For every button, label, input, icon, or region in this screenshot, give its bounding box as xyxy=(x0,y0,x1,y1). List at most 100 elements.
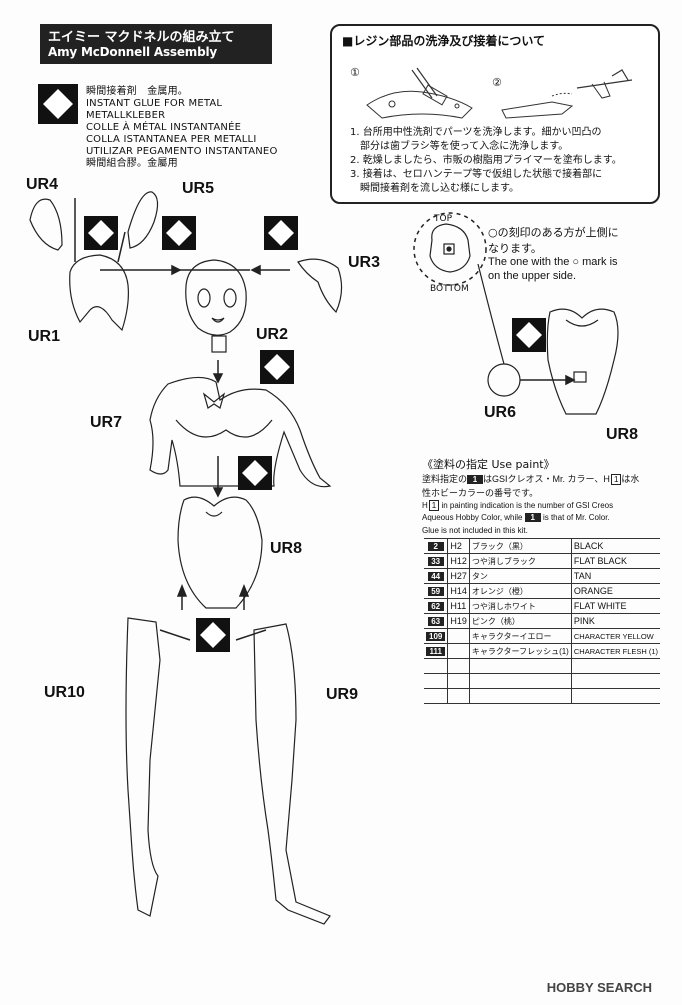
resin-parts-notice: ■レジン部品の洗浄及び接着について ① ② 1. 台所用中性洗剤でパーツを洗浄し… xyxy=(330,24,660,204)
notice-line-5: 瞬間接着剤を流し込む様にします。 xyxy=(350,183,519,194)
paint-title: 《塗料の指定 Use paint》 xyxy=(422,458,555,471)
paint-name-jp: ピンク（桃） xyxy=(468,613,572,629)
glue-text-en: INSTANT GLUE FOR METAL xyxy=(86,98,223,109)
part-label-ur8: UR8 xyxy=(270,540,303,557)
paint-number: 63 xyxy=(427,617,444,626)
orientation-jp-1: ○の刻印のある方が上側に xyxy=(488,226,619,239)
orientation-en-1: The one with the ○ mark is xyxy=(488,256,618,268)
part-label-ur9: UR9 xyxy=(326,686,359,703)
part-label-ur8-detail: UR8 xyxy=(606,426,639,443)
glue-text-de: METALLKLEBER xyxy=(86,110,166,121)
glue-text-it: COLLA ISTANTANEA PER METALLI xyxy=(86,134,257,145)
paint-desc-2: 性ホビーカラーの番号です。 xyxy=(422,488,539,498)
paint-number: 62 xyxy=(427,602,444,611)
paint-number: 111 xyxy=(426,647,445,656)
paint-h-number xyxy=(447,658,470,674)
title-english: Amy McDonnell Assembly xyxy=(48,45,218,59)
paint-name-jp: ブラック（黒） xyxy=(468,538,572,554)
paint-name-en xyxy=(570,688,661,704)
paint-name-jp: タン xyxy=(468,568,572,584)
part-label-ur3: UR3 xyxy=(348,254,381,271)
paint-desc-4: Aqueous Hobby Color, while 1 is that of … xyxy=(422,513,610,522)
glue-text-es: UTILIZAR PEGAMENTO INSTANTANEO xyxy=(86,146,278,157)
paint-name-jp: つや消しホワイト xyxy=(468,598,572,614)
paint-h-number: H11 xyxy=(447,598,470,614)
paint-name-jp xyxy=(468,658,572,674)
orientation-jp-2: なります。 xyxy=(488,242,542,255)
paint-name-en: FLAT BLACK xyxy=(570,553,661,569)
part-label-ur2: UR2 xyxy=(256,326,289,343)
paint-name-en: PINK xyxy=(570,613,661,629)
paint-number: 59 xyxy=(427,587,444,596)
glue-text-jp: 瞬間接着剤 金属用。 xyxy=(86,86,188,97)
paint-row xyxy=(424,658,661,674)
part-label-ur5: UR5 xyxy=(182,180,215,197)
part-label-ur1: UR1 xyxy=(28,328,61,345)
paint-name-en xyxy=(570,658,661,674)
notice-line-3: 2. 乾燥しましたら、市販の樹脂用プライマーを塗布します。 xyxy=(350,155,622,166)
paint-name-en: FLAT WHITE xyxy=(570,598,661,614)
paint-row xyxy=(424,673,661,689)
paint-name-jp: キャラクターフレッシュ(1) xyxy=(468,643,572,659)
notice-title: ■レジン部品の洗浄及び接着について xyxy=(342,34,545,48)
notice-line-4: 3. 接着は、セロハンテープ等で仮組した状態で接着部に xyxy=(350,169,603,180)
paint-h-number: H14 xyxy=(447,583,470,599)
paint-number: 2 xyxy=(427,542,444,551)
paint-name-en xyxy=(570,673,661,689)
paint-h-number: H27 xyxy=(447,568,470,584)
part-label-ur10: UR10 xyxy=(44,684,85,701)
paint-number: 44 xyxy=(427,572,444,581)
orientation-en-2: on the upper side. xyxy=(488,270,577,282)
glue-text-zh: 瞬間組合膠。金屬用 xyxy=(86,158,178,169)
bottom-label: BOTTOM xyxy=(430,284,469,294)
washing-illustration xyxy=(366,67,473,119)
paint-name-jp: キャラクターイエロー xyxy=(468,628,572,644)
paint-row xyxy=(424,688,661,704)
watermark: HOBBY SEARCH xyxy=(546,980,652,995)
paint-name-en: BLACK xyxy=(570,538,661,554)
top-label: TOP xyxy=(434,214,453,224)
notice-step-1: ① xyxy=(350,66,360,79)
paint-name-jp xyxy=(468,673,572,689)
paint-name-en: TAN xyxy=(570,568,661,584)
paint-h-number xyxy=(447,688,470,704)
part-label-ur7: UR7 xyxy=(90,414,123,431)
paint-h-number: H2 xyxy=(447,538,470,554)
paint-name-en: CHARACTER FLESH (1) xyxy=(570,643,661,659)
title-box: エイミー マクドネルの組み立て Amy McDonnell Assembly xyxy=(40,24,272,64)
paint-number: 109 xyxy=(426,632,446,641)
paint-name-en: ORANGE xyxy=(570,583,661,599)
notice-step-2: ② xyxy=(492,76,502,89)
part-label-ur4: UR4 xyxy=(26,176,59,193)
paint-h-number xyxy=(447,673,470,689)
paint-h-number xyxy=(447,628,470,644)
paint-number: 33 xyxy=(427,557,444,566)
paint-name-jp: オレンジ（橙） xyxy=(468,583,572,599)
airbrush-illustration xyxy=(501,69,633,119)
paint-h-number: H19 xyxy=(447,613,470,629)
part-label-ur6: UR6 xyxy=(484,404,517,421)
instant-glue-icon xyxy=(38,84,78,124)
paint-row: 111 キャラクターフレッシュ(1)CHARACTER FLESH (1) xyxy=(424,643,661,659)
notice-line-1: 1. 台所用中性洗剤でパーツを洗浄します。細かい凹凸の xyxy=(350,127,602,138)
glue-text-fr: COLLE À MÉTAL INSTANTANÉE xyxy=(86,122,242,133)
paint-name-jp: つや消しブラック xyxy=(468,553,572,569)
title-japanese: エイミー マクドネルの組み立て xyxy=(48,30,235,45)
paint-name-jp xyxy=(468,688,572,704)
paint-desc-5: Glue is not included in this kit. xyxy=(422,526,528,535)
paint-h-number: H12 xyxy=(447,553,470,569)
paint-name-en: CHARACTER YELLOW xyxy=(570,628,661,644)
paint-h-number xyxy=(447,643,470,659)
notice-line-2: 部分は歯ブラシ等を使って入念に洗浄します。 xyxy=(350,141,569,152)
